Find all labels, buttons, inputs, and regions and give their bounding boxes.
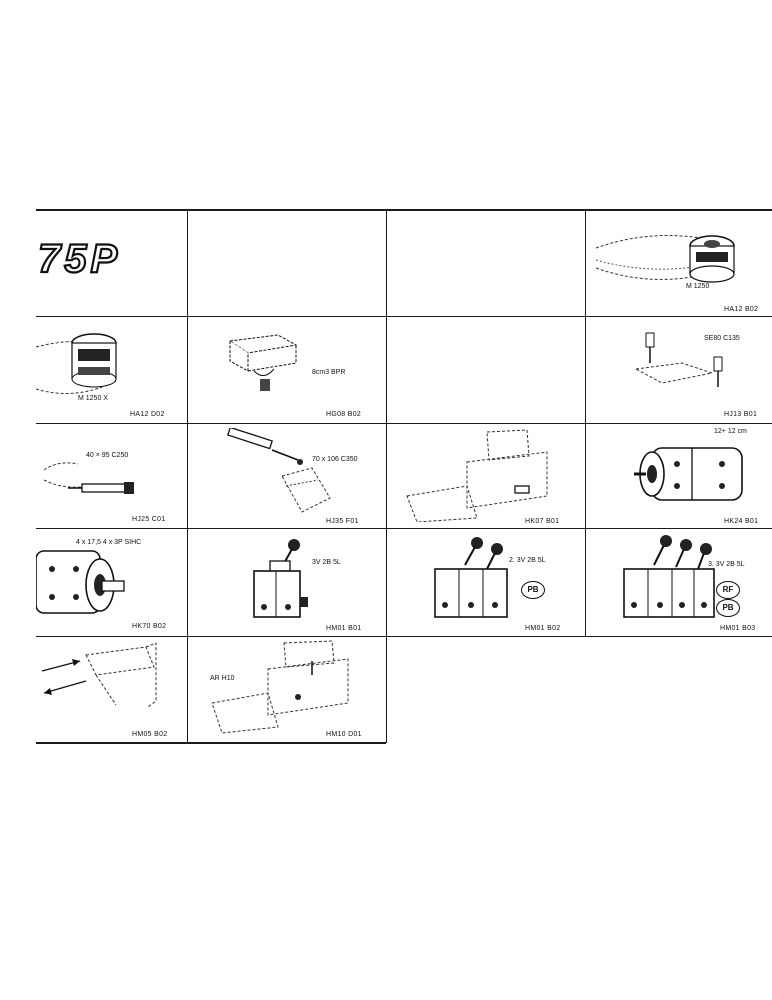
model-logo: 75P xyxy=(37,236,121,278)
part-code: HG08 B02 xyxy=(326,411,362,418)
gear-pump-icon xyxy=(634,447,743,501)
gear-pump-icon xyxy=(36,550,125,614)
part-code: HK70 B02 xyxy=(132,623,167,630)
part-spec: 70 x 106 C350 xyxy=(312,456,358,463)
part-code: HM01 B02 xyxy=(525,625,561,632)
grid-top-line xyxy=(36,209,772,211)
part-code: HM01 B03 xyxy=(720,625,756,632)
hydraulic-cylinder-icon xyxy=(43,462,134,494)
part-spec: 3. 3V 2B 5L xyxy=(708,561,745,568)
part-cell: 12+ 12 cm HK24 B01 xyxy=(586,424,772,528)
part-spec: AR H10 xyxy=(210,675,235,682)
part-spec: 4 x 17,5 4 x 3P SIHC xyxy=(76,539,142,546)
part-cell: HM05 B02 xyxy=(36,637,187,742)
part-cell: 4 x 17,5 4 x 3P SIHC HK70 B02 xyxy=(36,529,187,636)
part-cell: HK07 B01 xyxy=(387,424,585,528)
cylinder-blade-icon xyxy=(227,428,331,513)
part-code: HK24 B01 xyxy=(724,518,759,525)
part-cell: 3. 3V 2B 5L RF PB HM01 B03 xyxy=(586,529,772,636)
grid-col1-line xyxy=(187,210,188,743)
rf-badge: RF xyxy=(716,581,740,599)
part-code: HM01 B01 xyxy=(326,625,362,632)
machine-frame-icon xyxy=(211,640,349,734)
part-spec: 2. 3V 2B 5L xyxy=(509,557,546,564)
grid-row1-line xyxy=(36,316,772,317)
grid-row2-line xyxy=(36,423,772,424)
wheel-pulley-icon xyxy=(595,235,735,283)
control-valve-icon xyxy=(434,537,508,618)
part-cell: M 1250 X HA12 D02 xyxy=(36,317,187,423)
part-cell: AR H10 HM10 D01 xyxy=(188,637,386,742)
part-code: HJ25 C01 xyxy=(132,516,166,523)
linkage-arrow-icon xyxy=(41,642,157,708)
wheel-pulley-icon xyxy=(36,333,117,394)
control-valve-icon xyxy=(623,535,715,618)
part-spec: M 1250 xyxy=(686,283,710,290)
part-spec: 3V 2B 5L xyxy=(312,559,341,566)
control-valve-icon xyxy=(253,539,308,618)
pb-badge: PB xyxy=(521,581,545,599)
badge-text: PB xyxy=(722,603,734,612)
grid-bottom-line xyxy=(36,742,386,744)
part-code: HM10 D01 xyxy=(326,731,362,738)
part-spec: M 1250 X xyxy=(78,395,108,402)
part-code: HK07 B01 xyxy=(525,518,560,525)
badge-text: PB xyxy=(527,585,539,594)
pump-unit-icon xyxy=(228,334,298,391)
part-cell: 40 × 95 C250 HJ25 C01 xyxy=(36,424,187,528)
part-spec: 12+ 12 cm xyxy=(714,428,747,435)
badge-text: RF xyxy=(722,585,734,594)
part-code: HA12 D02 xyxy=(130,411,165,418)
part-cell: 8cm3 BPR HG08 B02 xyxy=(188,317,386,423)
part-cell: 70 x 106 C350 HJ35 F01 xyxy=(188,424,386,528)
part-cell: 3V 2B 5L HM01 B01 xyxy=(188,529,386,636)
part-spec: 40 × 95 C250 xyxy=(86,452,129,459)
part-cell: M 1250 HA12 B02 xyxy=(586,210,772,316)
grid-row4-line xyxy=(36,636,772,637)
part-spec: 8cm3 BPR xyxy=(312,369,346,376)
grid-col3-line xyxy=(585,210,586,636)
machine-frame-icon xyxy=(406,429,548,522)
part-code: HA12 B02 xyxy=(724,306,759,313)
part-code: HJ13 B01 xyxy=(724,411,758,418)
part-cell: SE80 C135 HJ13 B01 xyxy=(586,317,772,423)
part-spec: SE80 C135 xyxy=(704,335,740,342)
grid-row3-line xyxy=(36,528,772,529)
part-code: HJ35 F01 xyxy=(326,518,359,525)
pb-badge: PB xyxy=(716,599,740,617)
part-code: HM05 B02 xyxy=(132,731,168,738)
grid-col2-line xyxy=(386,210,387,743)
model-logo-text: 75P xyxy=(38,237,121,278)
part-cell: 2. 3V 2B 5L PB HM01 B02 xyxy=(387,529,585,636)
lever-valve-icon xyxy=(634,332,723,387)
